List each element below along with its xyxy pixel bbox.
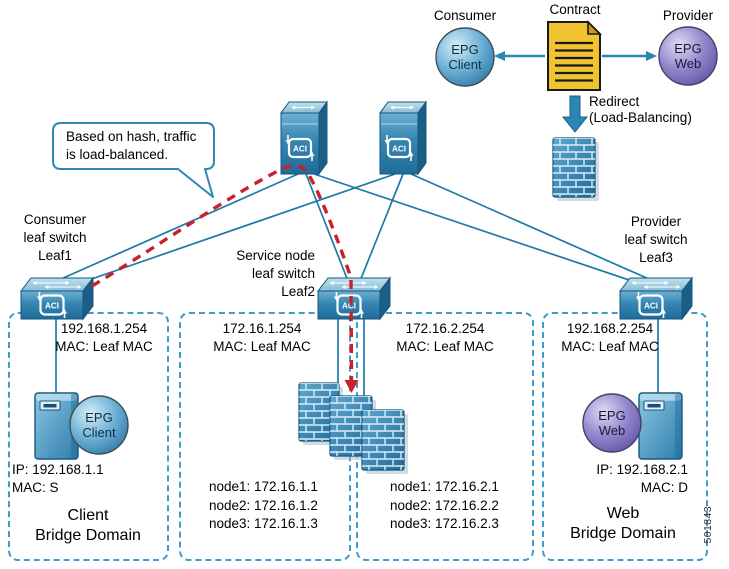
epg-web-endpoint: EPG Web xyxy=(582,393,642,453)
leaf1-aci-badge: ACI xyxy=(45,302,59,311)
redirect-firewall-icon xyxy=(552,137,599,201)
service-bd2-mac: MAC: Leaf MAC xyxy=(396,339,494,354)
epg-web-line1: EPG xyxy=(674,41,701,56)
firewall-node-3-icon xyxy=(361,409,408,474)
leaf-switch-3: ACI xyxy=(618,276,694,321)
service-bd1-header: 172.16.1.254 MAC: Leaf MAC xyxy=(198,320,326,356)
firewall-node-1-icon xyxy=(298,382,343,445)
leaf3-aci-badge: ACI xyxy=(644,302,658,311)
epg-web-ep-line1: EPG xyxy=(598,408,625,423)
epg-client-node: EPG Client xyxy=(435,27,495,87)
web-server-icon xyxy=(638,392,683,460)
leaf2-aci-badge: ACI xyxy=(342,302,356,311)
web-bd-gateway: 192.168.2.254 xyxy=(566,321,654,336)
callout-text: Based on hash, traffic is load-balanced. xyxy=(66,129,197,162)
service-bd2-header: 172.16.2.254 MAC: Leaf MAC xyxy=(381,320,509,356)
client-mac-label: MAC: S xyxy=(12,479,59,495)
leaf1-label: Consumer leaf switch Leaf1 xyxy=(23,212,87,263)
leaf3-label: Provider leaf switch Leaf3 xyxy=(624,214,688,265)
service-nodes-2-list: node1: 172.16.2.1 node2: 172.16.2.2 node… xyxy=(390,479,499,531)
web-ip-label: IP: 192.168.2.1 xyxy=(596,462,688,477)
callout-bubble xyxy=(52,122,215,198)
leaf-switch-1: ACI xyxy=(19,276,95,321)
provider-label: Provider xyxy=(662,8,714,23)
spine-switch-2: ACI xyxy=(379,100,427,176)
spine1-aci-badge: ACI xyxy=(293,145,307,154)
web-bd-name: Web Bridge Domain xyxy=(570,505,676,542)
consumer-label: Consumer xyxy=(433,8,497,23)
contract-label: Contract xyxy=(549,2,601,17)
epg-client-line2: Client xyxy=(448,57,482,72)
service-bd2-gateway: 172.16.2.254 xyxy=(405,321,485,336)
contract-arrows xyxy=(494,51,657,61)
client-bd-header: 192.168.1.254 MAC: Leaf MAC xyxy=(40,320,168,356)
leaf2-label: Service node leaf switch Leaf2 xyxy=(236,248,315,299)
arrow-to-provider-head xyxy=(646,51,657,61)
leaf-switch-2: ACI xyxy=(316,276,392,321)
web-bd-mac: MAC: Leaf MAC xyxy=(561,339,659,354)
web-endpoint-labels: IP: 192.168.2.1 MAC: D xyxy=(548,461,688,496)
contract-document-icon xyxy=(547,20,602,91)
web-bd-header: 192.168.2.254 MAC: Leaf MAC xyxy=(546,320,674,356)
epg-client-ep-line1: EPG xyxy=(85,410,112,425)
epg-web-line2: Web xyxy=(675,56,702,71)
client-bridge-domain-box xyxy=(8,312,169,561)
spine-leaf-links xyxy=(51,173,659,413)
epg-client-line1: EPG xyxy=(451,42,478,57)
service-nodes-1-list: node1: 172.16.1.1 node2: 172.16.1.2 node… xyxy=(209,479,318,531)
redirect-down-arrow xyxy=(561,95,589,133)
service-bd1-mac: MAC: Leaf MAC xyxy=(213,339,311,354)
traffic-path-arrowhead xyxy=(344,380,359,393)
client-bd-mac: MAC: Leaf MAC xyxy=(55,339,153,354)
redirect-label: Redirect (Load-Balancing) xyxy=(589,94,692,125)
arrow-to-consumer-head xyxy=(494,51,505,61)
epg-client-endpoint: EPG Client xyxy=(69,395,129,455)
client-endpoint-labels: IP: 192.168.1.1 MAC: S xyxy=(12,461,104,496)
epg-web-ep-line2: Web xyxy=(599,423,626,438)
client-server-icon xyxy=(34,392,79,460)
epg-web-node: EPG Web xyxy=(658,26,718,86)
client-bd-gateway: 192.168.1.254 xyxy=(60,321,148,336)
client-ip-label: IP: 192.168.1.1 xyxy=(12,462,104,477)
client-bd-name: Client Bridge Domain xyxy=(35,507,141,544)
spine2-aci-badge: ACI xyxy=(392,145,406,154)
epg-client-ep-line2: Client xyxy=(82,425,116,440)
service-bd1-gateway: 172.16.1.254 xyxy=(222,321,302,336)
web-mac-label: MAC: D xyxy=(640,479,688,495)
spine-switch-1: ACI xyxy=(280,100,328,176)
